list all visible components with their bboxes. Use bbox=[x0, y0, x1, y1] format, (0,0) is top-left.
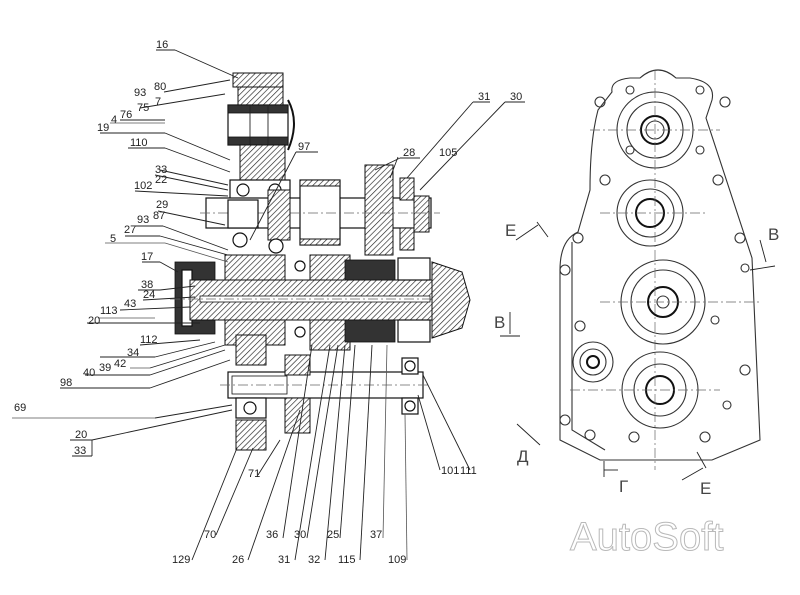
callout-71: 71 bbox=[248, 468, 260, 480]
section-mark-e-left: Е bbox=[505, 221, 516, 240]
callout-111: 111 bbox=[460, 465, 477, 477]
callout-33: 33 bbox=[155, 164, 167, 176]
callout-17: 17 bbox=[141, 251, 153, 263]
callout-112: 112 bbox=[140, 334, 158, 346]
callout-20b: 20 bbox=[75, 429, 87, 441]
callout-42: 42 bbox=[114, 358, 126, 370]
callout-27: 27 bbox=[124, 224, 136, 236]
main-shaft bbox=[170, 254, 471, 351]
callout-43: 43 bbox=[124, 298, 136, 310]
callout-98: 98 bbox=[60, 377, 72, 389]
callout-38: 38 bbox=[141, 279, 153, 291]
section-mark-d: Д bbox=[517, 447, 529, 466]
top-bearing-assembly bbox=[227, 72, 295, 201]
callout-30b: 30 bbox=[294, 529, 306, 541]
upper-shaft bbox=[200, 164, 440, 256]
callout-93: 93 bbox=[134, 87, 146, 99]
callout-110: 110 bbox=[130, 137, 148, 149]
end-view: Е В В Д Г Е bbox=[494, 69, 779, 498]
callout-labels: 16 93 80 75 7 76 4 19 110 33 22 102 29 9… bbox=[14, 39, 522, 566]
callout-19: 19 bbox=[97, 122, 109, 134]
callout-33b: 33 bbox=[74, 445, 86, 457]
callout-40: 40 bbox=[83, 367, 95, 379]
callout-30: 30 bbox=[510, 91, 522, 103]
callout-39: 39 bbox=[99, 362, 111, 374]
callout-70: 70 bbox=[204, 529, 216, 541]
callout-113: 113 bbox=[100, 305, 118, 317]
callout-31b: 31 bbox=[278, 554, 290, 566]
sectional-view: 16 93 80 75 7 76 4 19 110 33 22 102 29 9… bbox=[12, 39, 525, 566]
watermark: AutoSoft bbox=[569, 515, 724, 560]
callout-102: 102 bbox=[134, 180, 152, 192]
leader-lines bbox=[12, 49, 525, 561]
callout-129: 129 bbox=[172, 554, 190, 566]
callout-75: 75 bbox=[137, 102, 149, 114]
callout-20: 20 bbox=[88, 315, 100, 327]
callout-93b: 93 bbox=[137, 214, 149, 226]
callout-37: 37 bbox=[370, 529, 382, 541]
callout-24: 24 bbox=[143, 289, 155, 301]
callout-26: 26 bbox=[232, 554, 244, 566]
callout-7: 7 bbox=[155, 96, 161, 108]
bolt-holes bbox=[559, 85, 751, 443]
callout-31: 31 bbox=[478, 91, 490, 103]
callout-34: 34 bbox=[127, 347, 139, 359]
section-mark-v-right: В bbox=[768, 225, 779, 244]
section-mark-v-left: В bbox=[494, 313, 505, 332]
callout-22: 22 bbox=[155, 174, 167, 186]
callout-105: 105 bbox=[439, 147, 457, 159]
callout-69: 69 bbox=[14, 402, 26, 414]
section-mark-e-bottom: Е bbox=[700, 479, 711, 498]
callout-28: 28 bbox=[403, 147, 415, 159]
callout-80: 80 bbox=[154, 81, 166, 93]
callout-87: 87 bbox=[153, 210, 165, 222]
callout-115: 115 bbox=[338, 554, 356, 566]
callout-109: 109 bbox=[388, 554, 406, 566]
lower-countershaft bbox=[220, 334, 430, 451]
callout-32: 32 bbox=[308, 554, 320, 566]
callout-101: 101 bbox=[441, 465, 459, 477]
callout-4: 4 bbox=[111, 114, 117, 126]
callout-25: 25 bbox=[327, 529, 339, 541]
callout-29: 29 bbox=[156, 199, 168, 211]
callout-36: 36 bbox=[266, 529, 278, 541]
callout-76: 76 bbox=[120, 109, 132, 121]
section-mark-g: Г bbox=[619, 477, 628, 496]
callout-97: 97 bbox=[298, 141, 310, 153]
callout-5: 5 bbox=[110, 233, 116, 245]
callout-16: 16 bbox=[156, 39, 168, 51]
